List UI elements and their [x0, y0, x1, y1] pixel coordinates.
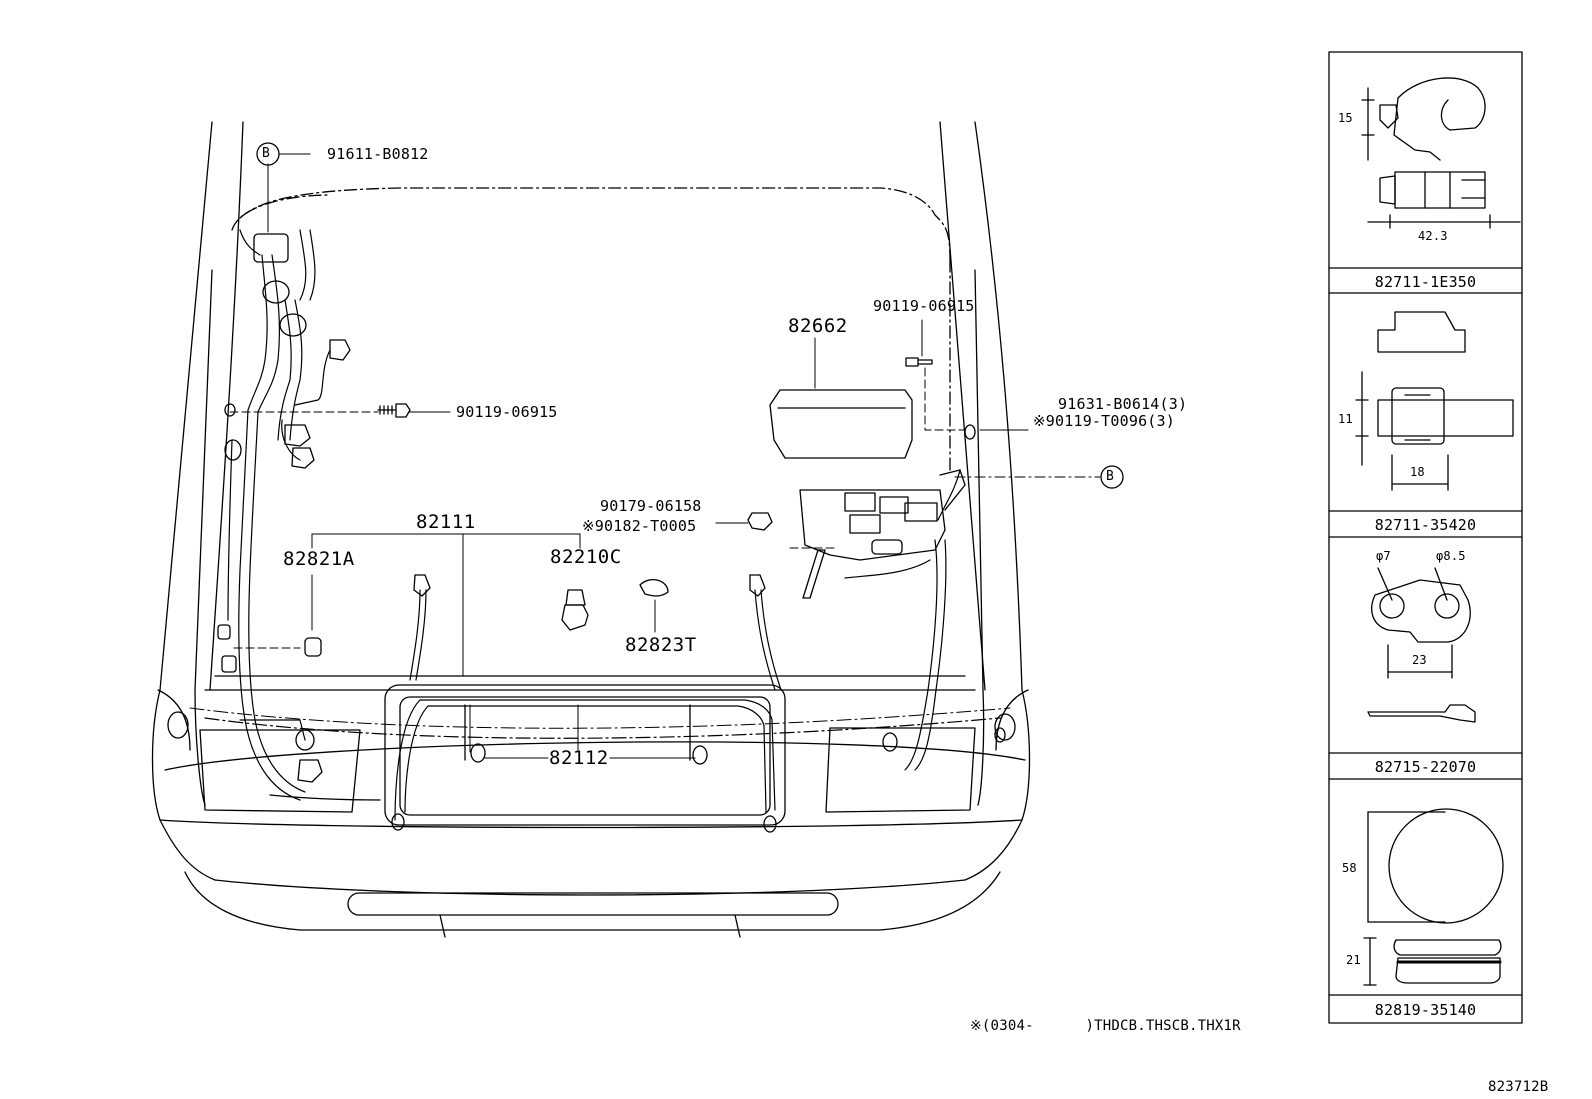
dim-42-3: 42.3	[1418, 229, 1448, 243]
dim-phi7: φ7	[1376, 549, 1391, 563]
b-marker-left-label: B	[262, 146, 271, 161]
grommet-82819-35140-drawing	[1363, 808, 1504, 986]
harness-wires	[189, 229, 1011, 821]
dim-15: 15	[1338, 111, 1353, 125]
b-markers	[256, 142, 1124, 489]
harness-components	[217, 233, 1006, 833]
bracket-82715-22070-drawing	[1367, 567, 1476, 723]
part-label-91631-B0614: 91631-B0614(3)	[1058, 395, 1188, 413]
part-label-90119-06915-left: 90119-06915	[456, 403, 558, 421]
part-label-91611-B0812: 91611-B0812	[327, 145, 429, 163]
part-label-90179-06158: 90179-06158	[600, 497, 702, 515]
part-label-82821A: 82821A	[283, 548, 355, 570]
dim-58: 58	[1342, 861, 1357, 875]
b-marker-right-label: B	[1106, 469, 1115, 484]
panel-caption-82715-22070: 82715-22070	[1374, 758, 1477, 776]
part-label-90182-T0005: ※90182-T0005	[582, 517, 697, 535]
part-label-82112: 82112	[549, 747, 609, 769]
clip-82711-35420-drawing	[1355, 311, 1514, 491]
part-label-90119-06915-right: 90119-06915	[873, 297, 975, 315]
dim-phi8-5: φ8.5	[1436, 549, 1466, 563]
clamp-82711-1E350-drawing	[1361, 77, 1521, 229]
part-label-82662: 82662	[788, 315, 848, 337]
figure-id: 823712B	[1488, 1079, 1549, 1095]
part-label-90119-T0096: ※90119-T0096(3)	[1033, 412, 1175, 430]
dim-21: 21	[1346, 953, 1361, 967]
dim-23: 23	[1412, 653, 1427, 667]
panel-caption-82711-1E350: 82711-1E350	[1374, 273, 1477, 291]
panel-caption-82819-35140: 82819-35140	[1374, 1001, 1477, 1019]
leader-lines	[229, 153, 1101, 759]
part-label-82210C: 82210C	[550, 546, 622, 568]
parts-panels	[1328, 51, 1523, 1024]
applicability-footnote: ※(0304- )THDCB.THSCB.THX1R	[970, 1018, 1241, 1034]
panel-caption-82711-35420: 82711-35420	[1374, 516, 1477, 534]
part-label-82823T: 82823T	[625, 634, 697, 656]
part-label-82111: 82111	[416, 511, 476, 533]
dim-18: 18	[1410, 465, 1425, 479]
dim-11: 11	[1338, 412, 1353, 426]
